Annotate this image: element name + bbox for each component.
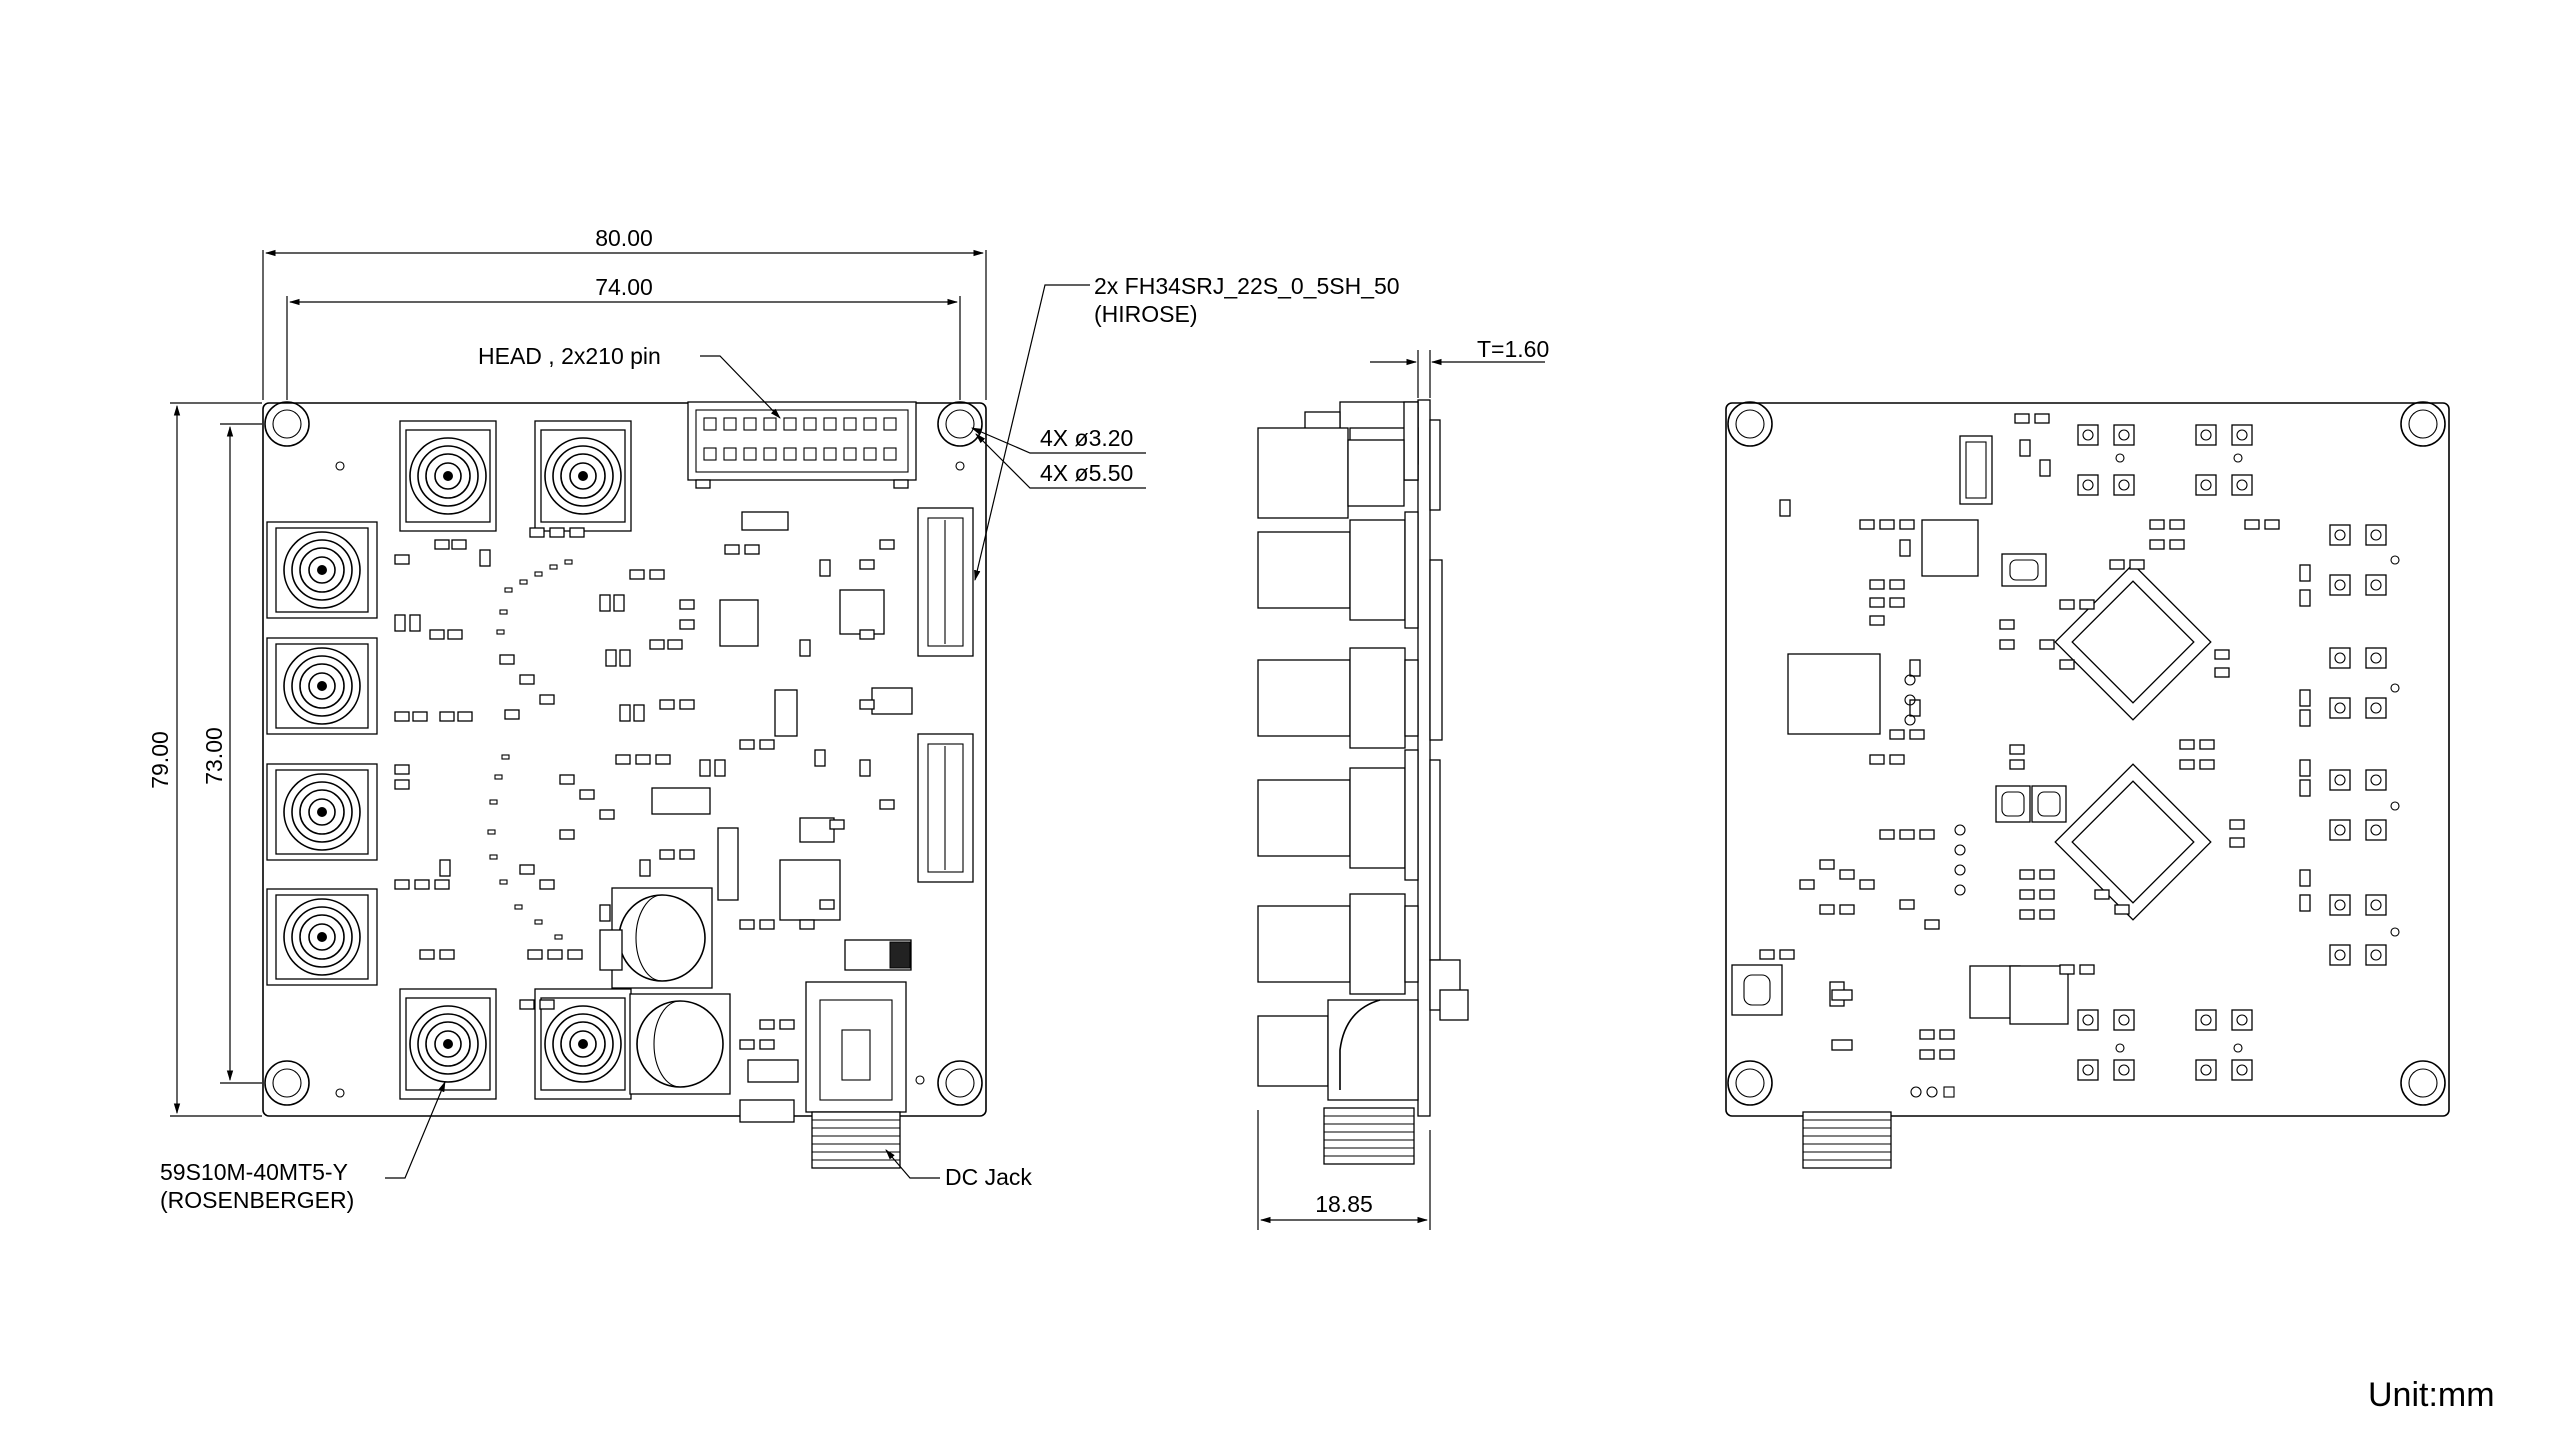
side-depth-value: 18.85 xyxy=(1315,1191,1373,1217)
vias-back xyxy=(1904,453,2400,1053)
dimension-board-width: 80.00 xyxy=(262,225,987,400)
rf-connectors xyxy=(266,420,632,1100)
front-view: 80.00 74.00 79.00 73.00 HEAD , 2x210 pin xyxy=(147,225,1400,1213)
side-view: T=1.60 18.85 xyxy=(1257,336,1549,1230)
rf-label-line1: 59S10M-40MT5-Y xyxy=(160,1159,348,1185)
back-pad-grid xyxy=(2077,424,2387,1081)
dc-jack-back xyxy=(1802,1086,1955,1169)
dimension-hole-pitch-x: 74.00 xyxy=(286,274,961,400)
rf-label-line2: (ROSENBERGER) xyxy=(160,1187,354,1213)
test-points-front xyxy=(487,559,573,940)
back-large-parts xyxy=(1731,435,2069,1051)
dimension-hole-pitch-y: 73.00 xyxy=(201,423,262,1084)
board-outline-back xyxy=(1725,402,2450,1117)
header-label: HEAD , 2x210 pin xyxy=(478,343,661,369)
mounting-holes-back xyxy=(1727,401,2446,1106)
back-view xyxy=(1725,401,2450,1169)
pitch-x-value: 74.00 xyxy=(595,274,653,300)
pcb-edge xyxy=(1417,399,1431,1117)
width-value: 80.00 xyxy=(595,225,653,251)
fiducials-front xyxy=(335,461,965,1098)
hole-small-label: 4X ø3.20 xyxy=(1040,425,1133,451)
thickness-value: T=1.60 xyxy=(1477,336,1549,362)
callout-fpc: 2x FH34SRJ_22S_0_5SH_50 (HIROSE) xyxy=(974,273,1400,582)
callout-rf: 59S10M-40MT5-Y (ROSENBERGER) xyxy=(160,1081,446,1213)
mounting-holes-front xyxy=(264,401,983,1106)
dc-jack-front xyxy=(805,981,907,1169)
pin-header xyxy=(687,401,917,489)
fpc-label-line2: (HIROSE) xyxy=(1094,301,1198,327)
callout-header: HEAD , 2x210 pin xyxy=(478,343,781,419)
fpc-connectors xyxy=(917,507,974,883)
dimension-board-height: 79.00 xyxy=(147,402,262,1117)
hole-large-label: 4X ø5.50 xyxy=(1040,460,1133,486)
dc-jack-label: DC Jack xyxy=(945,1164,1032,1190)
fpc-label-line1: 2x FH34SRJ_22S_0_5SH_50 xyxy=(1094,273,1400,299)
callout-holes: 4X ø3.20 4X ø5.50 xyxy=(971,425,1146,489)
pitch-y-value: 73.00 xyxy=(201,727,227,785)
side-rf-connectors xyxy=(1257,427,1419,1165)
board-outline-front xyxy=(262,402,987,1117)
dimension-side-depth: 18.85 xyxy=(1257,1110,1431,1230)
smd-parts-back xyxy=(1759,413,2311,1060)
unit-label: Unit:mm xyxy=(2368,1376,2495,1414)
ic-packages-front xyxy=(599,511,913,1123)
height-value: 79.00 xyxy=(147,731,173,789)
inductors xyxy=(611,887,731,1095)
dimension-thickness: T=1.60 xyxy=(1370,336,1549,398)
callout-dc-jack: DC Jack xyxy=(885,1149,1032,1190)
